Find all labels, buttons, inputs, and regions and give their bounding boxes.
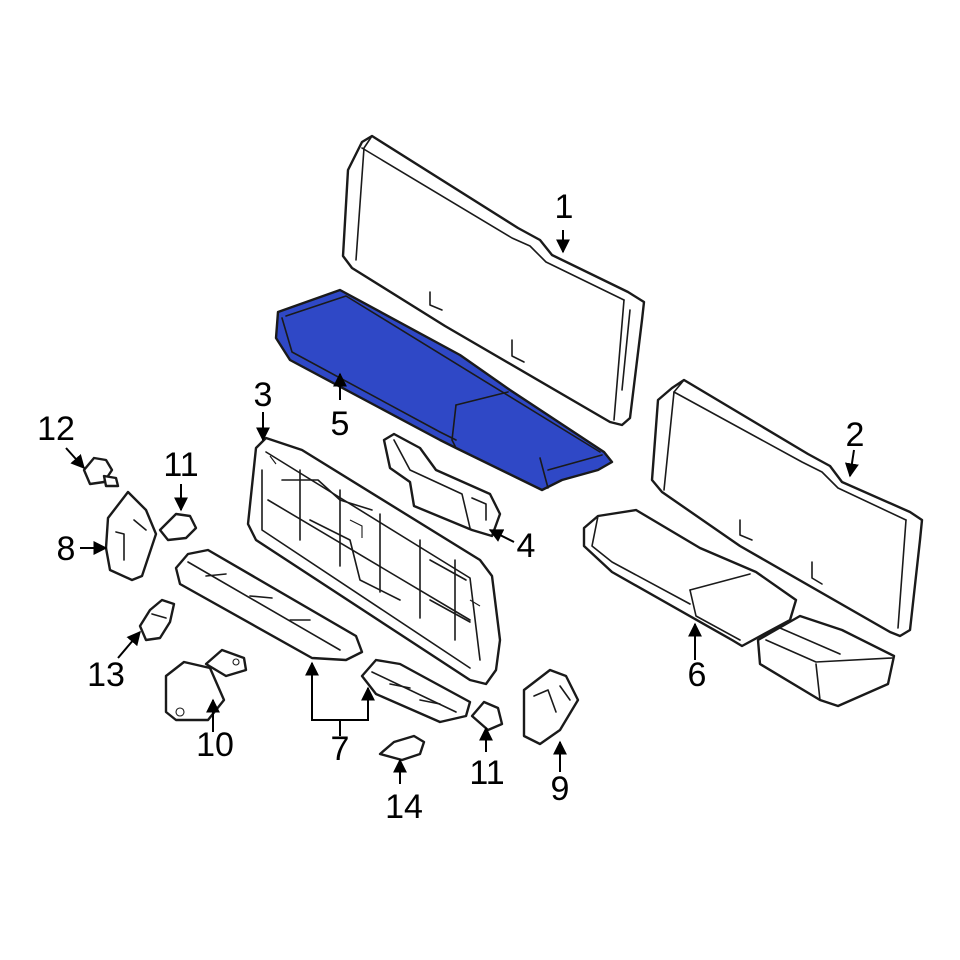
callout-4: 4 <box>517 527 536 565</box>
part-8-bracket[interactable] <box>104 490 158 582</box>
callout-12: 12 <box>37 410 75 448</box>
part-7-rails[interactable] <box>174 548 472 724</box>
callout-labels: 1 2 3 4 5 6 7 8 9 10 11 11 12 13 14 <box>37 188 864 826</box>
callout-2: 2 <box>846 416 865 454</box>
part-11-latch-upper[interactable] <box>158 512 198 542</box>
part-11-latch-lower[interactable] <box>470 700 504 732</box>
part-13-clip[interactable] <box>138 598 176 642</box>
part-4-bracket[interactable] <box>382 432 502 538</box>
callout-9: 9 <box>551 770 570 808</box>
part-10-bracket[interactable] <box>164 648 248 722</box>
callout-7: 7 <box>331 730 350 768</box>
callout-8: 8 <box>57 530 76 568</box>
callout-13: 13 <box>87 656 125 694</box>
part-14-cover[interactable] <box>378 734 426 762</box>
part-2-seat-back-right[interactable] <box>650 378 924 638</box>
callout-5: 5 <box>331 405 350 443</box>
leader-lines <box>65 230 859 784</box>
callout-1: 1 <box>555 188 574 226</box>
callout-11-upper: 11 <box>163 446 198 484</box>
callout-10: 10 <box>196 726 234 764</box>
part-3-seat-frame[interactable] <box>246 436 502 686</box>
part-1-seat-back[interactable] <box>341 134 646 427</box>
callout-11-lower: 11 <box>469 754 504 792</box>
part-9-bracket[interactable] <box>522 668 580 746</box>
callout-14: 14 <box>385 788 423 826</box>
part-5-seat-cushion[interactable] <box>274 288 614 492</box>
part-12-knob[interactable] <box>82 456 120 488</box>
callout-3: 3 <box>254 376 273 414</box>
part-6-seat-cushion-right[interactable] <box>582 508 896 708</box>
callout-6: 6 <box>688 656 707 694</box>
